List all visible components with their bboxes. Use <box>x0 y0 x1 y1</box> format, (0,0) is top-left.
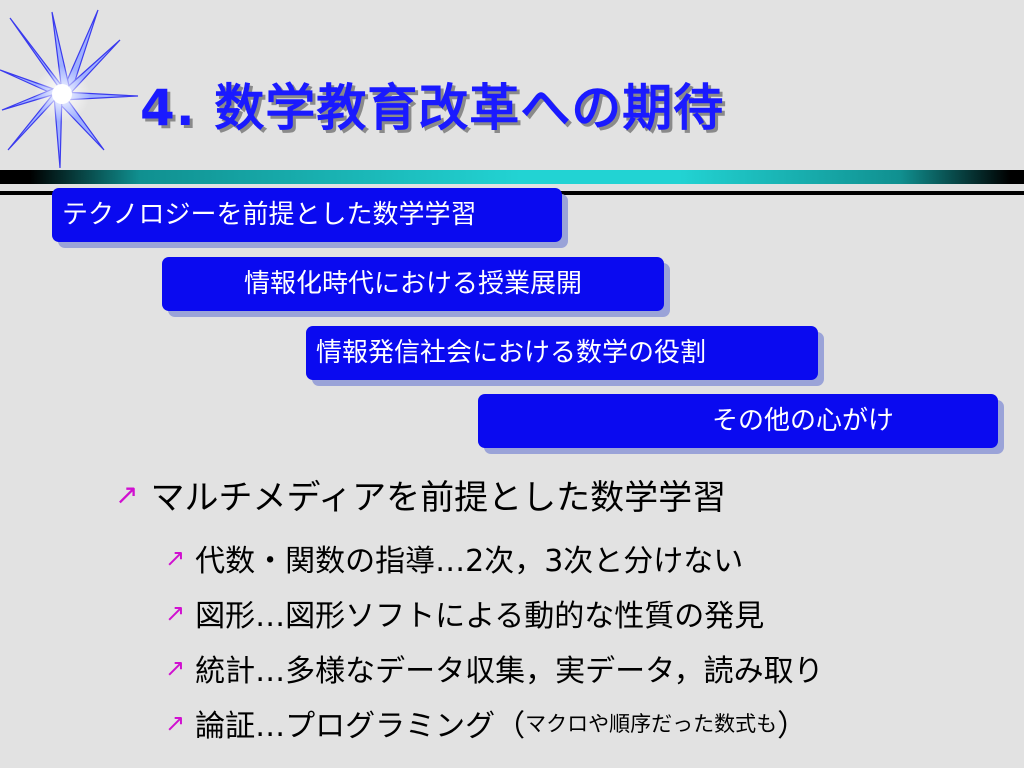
sub-point-close-paren: ） <box>777 709 808 744</box>
arrow-up-right-icon: ↗ <box>165 599 186 627</box>
sub-point-text: 論証…プログラミング（ <box>195 709 526 744</box>
sub-point-algebra: ↗ 代数・関数の指導…2次，3次と分けない <box>165 536 743 580</box>
arrow-up-right-icon: ↗ <box>165 709 186 737</box>
topic-box-information-age: 情報化時代における授業展開 <box>162 257 664 311</box>
topic-box-technology: テクノロジーを前提とした数学学習 <box>52 188 562 242</box>
main-point-text: マルチメディアを前提とした数学学習 <box>150 478 727 518</box>
sub-point-geometry: ↗ 図形…図形ソフトによる動的な性質の発見 <box>165 591 764 635</box>
sub-point-text: 代数・関数の指導…2次，3次と分けない <box>195 544 744 579</box>
arrow-up-right-icon: ↗ <box>115 478 139 511</box>
topic-box-information-society: 情報発信社会における数学の役割 <box>306 326 818 380</box>
sub-point-text: 図形…図形ソフトによる動的な性質の発見 <box>195 599 765 634</box>
sub-point-text: 統計…多様なデータ収集，実データ，読み取り <box>195 654 824 689</box>
arrow-up-right-icon: ↗ <box>165 654 186 682</box>
topic-box-other: その他の心がけ <box>478 394 998 448</box>
starburst-icon <box>0 9 139 169</box>
sub-point-statistics: ↗ 統計…多様なデータ収集，実データ，読み取り <box>165 646 824 690</box>
sub-point-proof: ↗ 論証…プログラミング（ マクロや順序だった数式も ） <box>165 701 807 745</box>
arrow-up-right-icon: ↗ <box>165 544 186 572</box>
slide-title: 4. 数学教育改革への期待 <box>140 79 725 137</box>
header-rule-gradient <box>0 170 1024 184</box>
main-point: ↗ マルチメディアを前提とした数学学習 <box>115 470 726 519</box>
sub-point-note: マクロや順序だった数式も <box>525 712 778 736</box>
